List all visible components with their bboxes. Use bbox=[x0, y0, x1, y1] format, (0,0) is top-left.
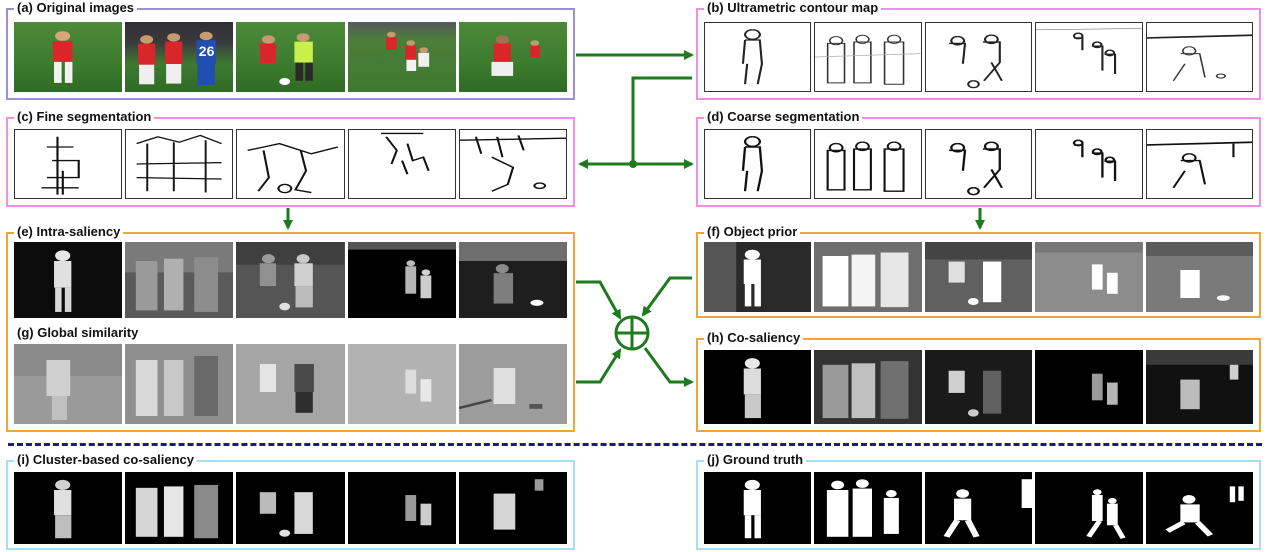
panel-label: (c) Fine segmentation bbox=[14, 109, 155, 125]
global-similarity-image bbox=[458, 344, 568, 424]
co-saliency-image bbox=[924, 350, 1033, 424]
contour-image bbox=[1035, 22, 1143, 92]
contour-image bbox=[704, 22, 812, 92]
panel-label: (g) Global similarity bbox=[14, 325, 142, 341]
intra-saliency-image bbox=[236, 242, 345, 318]
fine-segmentation-image bbox=[125, 129, 234, 199]
section-divider bbox=[8, 443, 1262, 446]
object-prior-image bbox=[1145, 242, 1254, 312]
panel-label: (e) Intra-saliency bbox=[14, 224, 124, 240]
panel-label: (b) Ultrametric contour map bbox=[704, 0, 882, 16]
ground-truth-image bbox=[814, 472, 922, 544]
panel-label: (d) Coarse segmentation bbox=[704, 109, 863, 125]
original-image bbox=[14, 22, 123, 92]
panel-label: (f) Object prior bbox=[704, 224, 801, 240]
fine-segmentation-image bbox=[236, 129, 345, 199]
arrow-intra-to-plus bbox=[576, 280, 622, 320]
panel-fine-segmentation: (c) Fine segmentation bbox=[6, 109, 575, 207]
panel-co-saliency: (h) Co-saliency bbox=[696, 330, 1261, 432]
arrow-global-to-plus bbox=[576, 348, 622, 384]
object-prior-image bbox=[924, 242, 1033, 312]
image-row bbox=[14, 472, 568, 544]
coarse-segmentation-image bbox=[1035, 129, 1143, 199]
object-prior-image bbox=[1035, 242, 1143, 312]
coarse-segmentation-image bbox=[704, 129, 812, 199]
jersey-number: 26 bbox=[198, 43, 215, 59]
co-saliency-image bbox=[704, 350, 812, 424]
co-saliency-row bbox=[704, 350, 1254, 424]
image-row: 26 bbox=[14, 22, 568, 92]
ground-truth-image bbox=[924, 472, 1033, 544]
fine-segmentation-image bbox=[347, 129, 456, 199]
intra-saliency-image bbox=[458, 242, 568, 318]
arrow-plus-to-cosaliency bbox=[643, 347, 694, 387]
intra-saliency-row bbox=[14, 242, 568, 318]
cluster-co-saliency-image bbox=[236, 472, 345, 544]
global-similarity-image bbox=[14, 344, 123, 424]
global-similarity-image bbox=[236, 344, 345, 424]
ground-truth-image bbox=[704, 472, 812, 544]
panel-object-prior: (f) Object prior bbox=[696, 224, 1261, 318]
co-saliency-image bbox=[1145, 350, 1254, 424]
contour-image bbox=[1145, 22, 1254, 92]
global-similarity-image bbox=[125, 344, 234, 424]
co-saliency-image bbox=[1035, 350, 1143, 424]
arrow-contour-to-junction bbox=[631, 76, 692, 164]
panel-ultrametric-contour-map: (b) Ultrametric contour map bbox=[696, 0, 1261, 100]
panel-ground-truth: (j) Ground truth bbox=[696, 452, 1261, 550]
image-row bbox=[704, 129, 1254, 199]
ground-truth-image bbox=[1145, 472, 1254, 544]
arrow-prior-to-plus bbox=[641, 276, 692, 317]
junction-dot bbox=[629, 160, 637, 168]
image-row bbox=[14, 129, 568, 199]
ground-truth-image bbox=[1035, 472, 1143, 544]
panel-label: (j) Ground truth bbox=[704, 452, 807, 468]
original-image bbox=[458, 22, 568, 92]
fine-segmentation-image bbox=[14, 129, 123, 199]
panel-coarse-segmentation: (d) Coarse segmentation bbox=[696, 109, 1261, 207]
panel-label: (i) Cluster-based co-saliency bbox=[14, 452, 197, 468]
object-prior-image bbox=[704, 242, 812, 312]
coarse-segmentation-image bbox=[814, 129, 922, 199]
panel-cluster-based-co-saliency: (i) Cluster-based co-saliency bbox=[6, 452, 575, 550]
sum-icon bbox=[614, 315, 650, 351]
intra-saliency-image bbox=[347, 242, 456, 318]
contour-image bbox=[924, 22, 1033, 92]
cluster-co-saliency-image bbox=[347, 472, 456, 544]
panel-label: (a) Original images bbox=[14, 0, 138, 16]
object-prior-row bbox=[704, 242, 1254, 312]
image-row bbox=[704, 472, 1254, 544]
intra-saliency-image bbox=[125, 242, 234, 318]
intra-saliency-image bbox=[14, 242, 123, 318]
global-similarity-row bbox=[14, 344, 568, 424]
contour-image bbox=[814, 22, 922, 92]
cluster-co-saliency-image bbox=[125, 472, 234, 544]
object-prior-image bbox=[814, 242, 922, 312]
original-image bbox=[347, 22, 456, 92]
panel-intra-saliency-global-similarity: (e) Intra-saliency (g) Global similarity bbox=[6, 224, 575, 432]
cluster-co-saliency-image bbox=[14, 472, 123, 544]
image-row bbox=[704, 22, 1254, 92]
coarse-segmentation-image bbox=[1145, 129, 1254, 199]
fine-segmentation-image bbox=[458, 129, 568, 199]
original-image bbox=[236, 22, 345, 92]
global-similarity-image bbox=[347, 344, 456, 424]
co-saliency-image bbox=[814, 350, 922, 424]
cluster-co-saliency-image bbox=[458, 472, 568, 544]
panel-label: (h) Co-saliency bbox=[704, 330, 804, 346]
original-image: 26 bbox=[125, 22, 234, 92]
panel-original-images: (a) Original images 26 bbox=[6, 0, 575, 100]
coarse-segmentation-image bbox=[924, 129, 1033, 199]
